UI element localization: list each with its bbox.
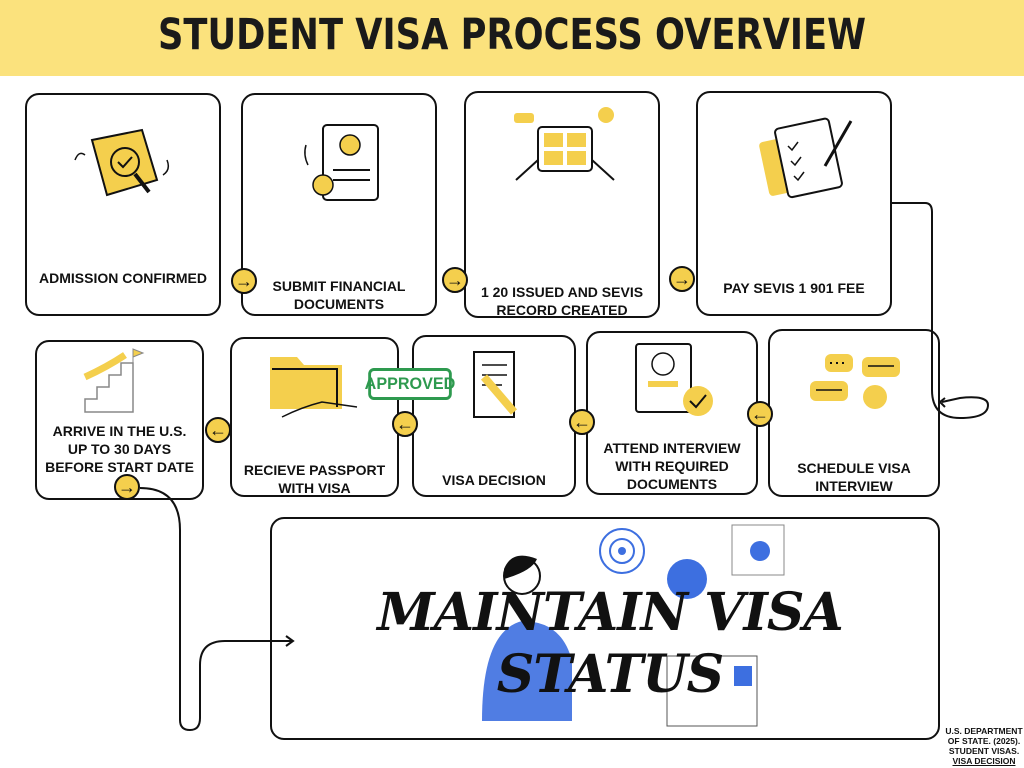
- document-profile-icon: [304, 124, 379, 201]
- stairs-flag-icon: [83, 348, 145, 413]
- step-i20-issued: 1 20 ISSUED AND SEVIS RECORD CREATED: [464, 91, 660, 318]
- arrow-left-connector: ←: [747, 401, 773, 427]
- step-visa-decision: VISA DECISION: [412, 335, 576, 497]
- step-label: SCHEDULE VISA INTERVIEW: [797, 460, 911, 494]
- step-arrive-in-us: ARRIVE IN THE U.S. UP TO 30 DAYS BEFORE …: [35, 340, 204, 500]
- step-label: SUBMIT FINANCIAL DOCUMENTS: [272, 278, 406, 312]
- arrow-right-connector: →: [442, 267, 468, 293]
- step-label: PAY SEVIS 1 901 FEE: [723, 280, 865, 296]
- step-label: ARRIVE IN THE U.S. UP TO 30 DAYS BEFORE …: [45, 423, 194, 475]
- step-label: RECIEVE PASSPORT WITH VISA: [243, 462, 386, 496]
- page-title: STUDENT VISA PROCESS OVERVIEW: [158, 10, 866, 60]
- chat-bubbles-icon: [810, 354, 900, 409]
- citation-text: U.S. DEPARTMENT OF STATE. (2025). STUDEN…: [945, 726, 1023, 756]
- arrow-left-connector: ←: [392, 411, 418, 437]
- folder-hand-icon: [270, 357, 358, 418]
- certificate-magnifier-icon: [74, 128, 170, 197]
- step-schedule-visa-interview: SCHEDULE VISA INTERVIEW: [768, 329, 940, 497]
- arrow-left-connector: ←: [205, 417, 231, 443]
- profile-document-check-icon: [635, 343, 713, 416]
- clipboard-checklist-icon: [759, 117, 853, 199]
- step-attend-interview: ATTEND INTERVIEW WITH REQUIRED DOCUMENTS: [586, 331, 758, 495]
- arrow-right-connector: →: [231, 268, 257, 294]
- title-banner: STUDENT VISA PROCESS OVERVIEW: [0, 0, 1024, 76]
- step-label: VISA DECISION: [442, 472, 546, 488]
- final-step-title: MAINTAIN VISA STATUS: [377, 582, 844, 705]
- step-maintain-visa-status: [270, 517, 940, 740]
- citation-link[interactable]: VISA DECISION: [952, 756, 1016, 766]
- step-admission-confirmed: ADMISSION CONFIRMED: [25, 93, 221, 316]
- step-pay-sevis-fee: PAY SEVIS 1 901 FEE: [696, 91, 892, 316]
- approved-stamp: APPROVED: [365, 368, 455, 400]
- scroll-pen-icon: [473, 351, 518, 418]
- person-dashboard-illustration: [482, 524, 785, 727]
- arrow-right-connector: →: [669, 266, 695, 292]
- step-label: ADMISSION CONFIRMED: [39, 270, 207, 286]
- citation: U.S. DEPARTMENT OF STATE. (2025). STUDEN…: [944, 726, 1024, 766]
- step-label: ATTEND INTERVIEW WITH REQUIRED DOCUMENTS: [603, 440, 741, 492]
- arrow-left-connector: ←: [569, 409, 595, 435]
- tablet-grid-icon: [514, 107, 615, 181]
- step-label: 1 20 ISSUED AND SEVIS RECORD CREATED: [480, 284, 644, 318]
- step-submit-financial-documents: SUBMIT FINANCIAL DOCUMENTS: [241, 93, 437, 316]
- arrow-right-connector: →: [114, 474, 140, 500]
- step-receive-passport: RECIEVE PASSPORT WITH VISA: [230, 337, 399, 497]
